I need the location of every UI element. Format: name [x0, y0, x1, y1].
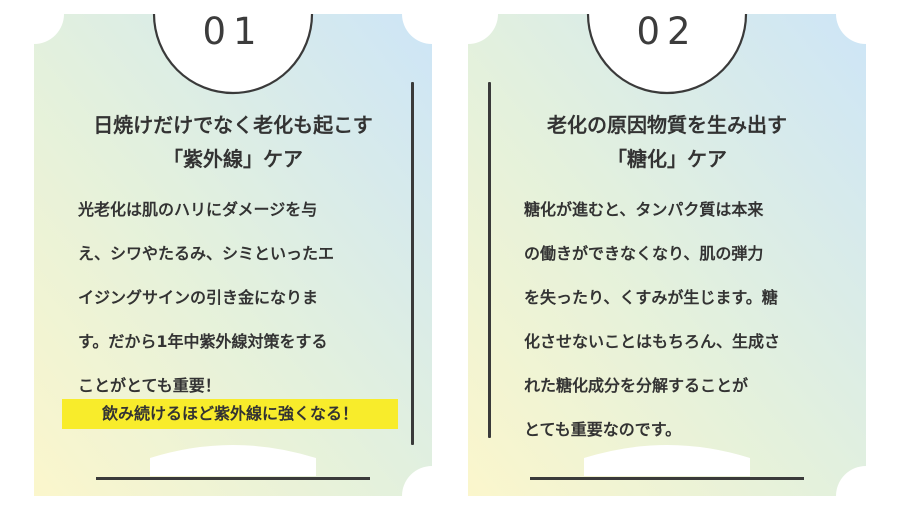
- card-title-line: 日焼けだけでなく老化も起こす: [93, 113, 373, 137]
- description-line: れた糖化成分を分解することが: [524, 376, 749, 395]
- description-line: 化させないことはもちろん、生成さ: [524, 332, 781, 351]
- step-number: 02: [636, 10, 698, 53]
- description-line: を失ったり、くすみが生じます。糖: [524, 288, 778, 307]
- card-title-line: 「紫外線」ケア: [163, 147, 303, 171]
- description-line: イジングサインの引き金になりま: [78, 288, 319, 307]
- description-line: ことがとても重要！: [78, 376, 221, 395]
- feature-card-uv: 01 日焼けだけでなく老化も起こす 「紫外線」ケア 光老化は肌のハリにダメージを…: [34, 10, 432, 496]
- bottom-divider: [530, 477, 804, 480]
- description-line: 光老化は肌のハリにダメージを与: [78, 200, 318, 219]
- description-line: 糖化が進むと、タンパク質は本来: [524, 200, 764, 219]
- feature-card-glycation: 02 老化の原因物質を生み出す 「糖化」ケア 糖化が進むと、タンパク質は本来 の…: [468, 10, 866, 496]
- ticket-background: [34, 14, 432, 496]
- card-title-line: 「糖化」ケア: [607, 147, 727, 171]
- step-number: 01: [202, 10, 264, 53]
- description-line: え、シワやたるみ、シミといったエ: [78, 244, 335, 263]
- card-title-line: 老化の原因物質を生み出す: [547, 113, 787, 137]
- card-description: 光老化は肌のハリにダメージを与 え、シワやたるみ、シミといったエ イジングサイン…: [78, 188, 398, 408]
- card-description: 糖化が進むと、タンパク質は本来 の働きができなくなり、肌の弾力 を失ったり、くす…: [524, 188, 834, 452]
- ticket-background: [468, 14, 866, 496]
- description-line: す。だから1年中紫外線対策をする: [78, 332, 328, 351]
- highlight-banner: 飲み続けるほど紫外線に強くなる！: [62, 399, 398, 429]
- vertical-divider: [411, 82, 414, 445]
- bottom-divider: [96, 477, 370, 480]
- description-line: とても重要なのです。: [524, 420, 682, 439]
- card-title: 老化の原因物質を生み出す 「糖化」ケア: [468, 108, 866, 176]
- vertical-divider: [488, 82, 491, 438]
- description-line: の働きができなくなり、肌の弾力: [524, 244, 764, 263]
- card-title: 日焼けだけでなく老化も起こす 「紫外線」ケア: [34, 108, 432, 176]
